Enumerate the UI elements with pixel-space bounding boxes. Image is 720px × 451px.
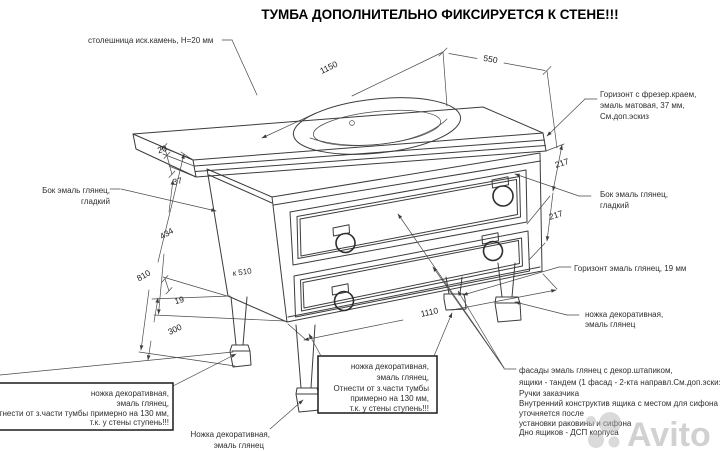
dimension-lines: [0, 39, 565, 376]
watermark-brand: Avito: [627, 416, 711, 451]
note-facades-7: Дно ящиков - ДСП корпуса: [519, 428, 619, 437]
note-horizon-milled-3: См.доп.эскиз: [600, 112, 649, 121]
leader-lines: [109, 98, 598, 430]
note-facades-1: фасады эмаль глянец с декор.штапиком,: [519, 366, 673, 375]
dim-drawer1: 217: [554, 156, 571, 170]
note-carcass-depth: к 510: [232, 266, 253, 278]
note-leg-right-2: эмаль глянец: [585, 320, 636, 329]
note-leg-center-5: т.к. у стены ступень!!!: [350, 404, 429, 413]
ring-pulls: [331, 176, 514, 312]
note-leg-left-2: эмаль глянец,: [116, 399, 169, 408]
avito-watermark: Avito: [586, 412, 711, 451]
note-side-right-2: гладкий: [600, 201, 629, 210]
dim-body-h: 434: [158, 225, 176, 241]
note-leg-center-1: ножка декоративная,: [351, 362, 429, 371]
dim-top-width: 1150: [318, 59, 339, 76]
note-horizon-milled-2: эмаль матовая, 37 мм,: [600, 101, 685, 110]
note-leg-left-3: Отнести от з.части тумбы примерно на 130…: [0, 409, 169, 418]
dim-top-depth: 550: [483, 53, 499, 65]
vessel-sink: [292, 97, 462, 155]
note-facades-5: уточняется после: [519, 409, 585, 418]
avito-logo-icon: [586, 412, 621, 448]
dim-leg-h: 300: [166, 322, 183, 337]
dim-bottom-width: 1110: [420, 305, 440, 319]
cabinet-outline: [132, 106, 547, 323]
note-facades-2: ящики - тандем (1 фасад - 2-кта направл.…: [519, 378, 720, 387]
note-horizon-milled-1: Горизонт с фрезер.краем,: [600, 90, 696, 99]
note-leg-center-3: Отнести от з.части тумбы: [333, 384, 429, 393]
note-facades-6: установки раковины и сифона: [519, 419, 632, 428]
leg-note-center-box: [317, 355, 438, 414]
sink-drain: [349, 120, 355, 126]
note-countertop: столешница иск.камень, H=20 мм: [88, 36, 213, 45]
dim-countertop-h: 20: [156, 143, 168, 156]
note-side-right-1: Бок эмаль глянец,: [600, 190, 668, 199]
dim-rail: 19: [173, 294, 185, 306]
note-leg-bottom-1: Ножка декоративная,: [190, 430, 270, 439]
note-leg-center-2: эмаль глянец,: [376, 373, 429, 382]
leg-note-left-box: [0, 382, 174, 431]
dim-drawer2: 217: [548, 208, 565, 222]
note-leg-right-1: ножка декоративная,: [585, 310, 663, 319]
note-leg-bottom-2: эмаль глянец: [214, 441, 265, 450]
drawing-title: ТУМБА ДОПОЛНИТЕЛЬНО ФИКСИРУЕТСЯ К СТЕНЕ!…: [261, 7, 618, 22]
note-leg-left-4: т.к. у стены ступень!!!: [90, 418, 169, 427]
dim-apron: 37: [172, 175, 184, 187]
note-leg-left-1: ножка декоративная,: [91, 389, 169, 398]
drawer-fronts: [289, 169, 530, 318]
note-facades-4: Внутренний конструктив ящика с местом дл…: [519, 399, 718, 408]
note-facades-3: Ручки заказчика: [519, 389, 580, 398]
note-side-left-1: Бок эмаль глянец,: [42, 186, 110, 195]
dim-total-h: 810: [135, 267, 153, 283]
note-leg-center-4: примерно на 130 мм,: [350, 394, 429, 403]
note-horizon-gloss: Горизонт эмаль глянец, 19 мм: [574, 264, 686, 273]
note-side-left-2: гладкий: [81, 197, 110, 206]
